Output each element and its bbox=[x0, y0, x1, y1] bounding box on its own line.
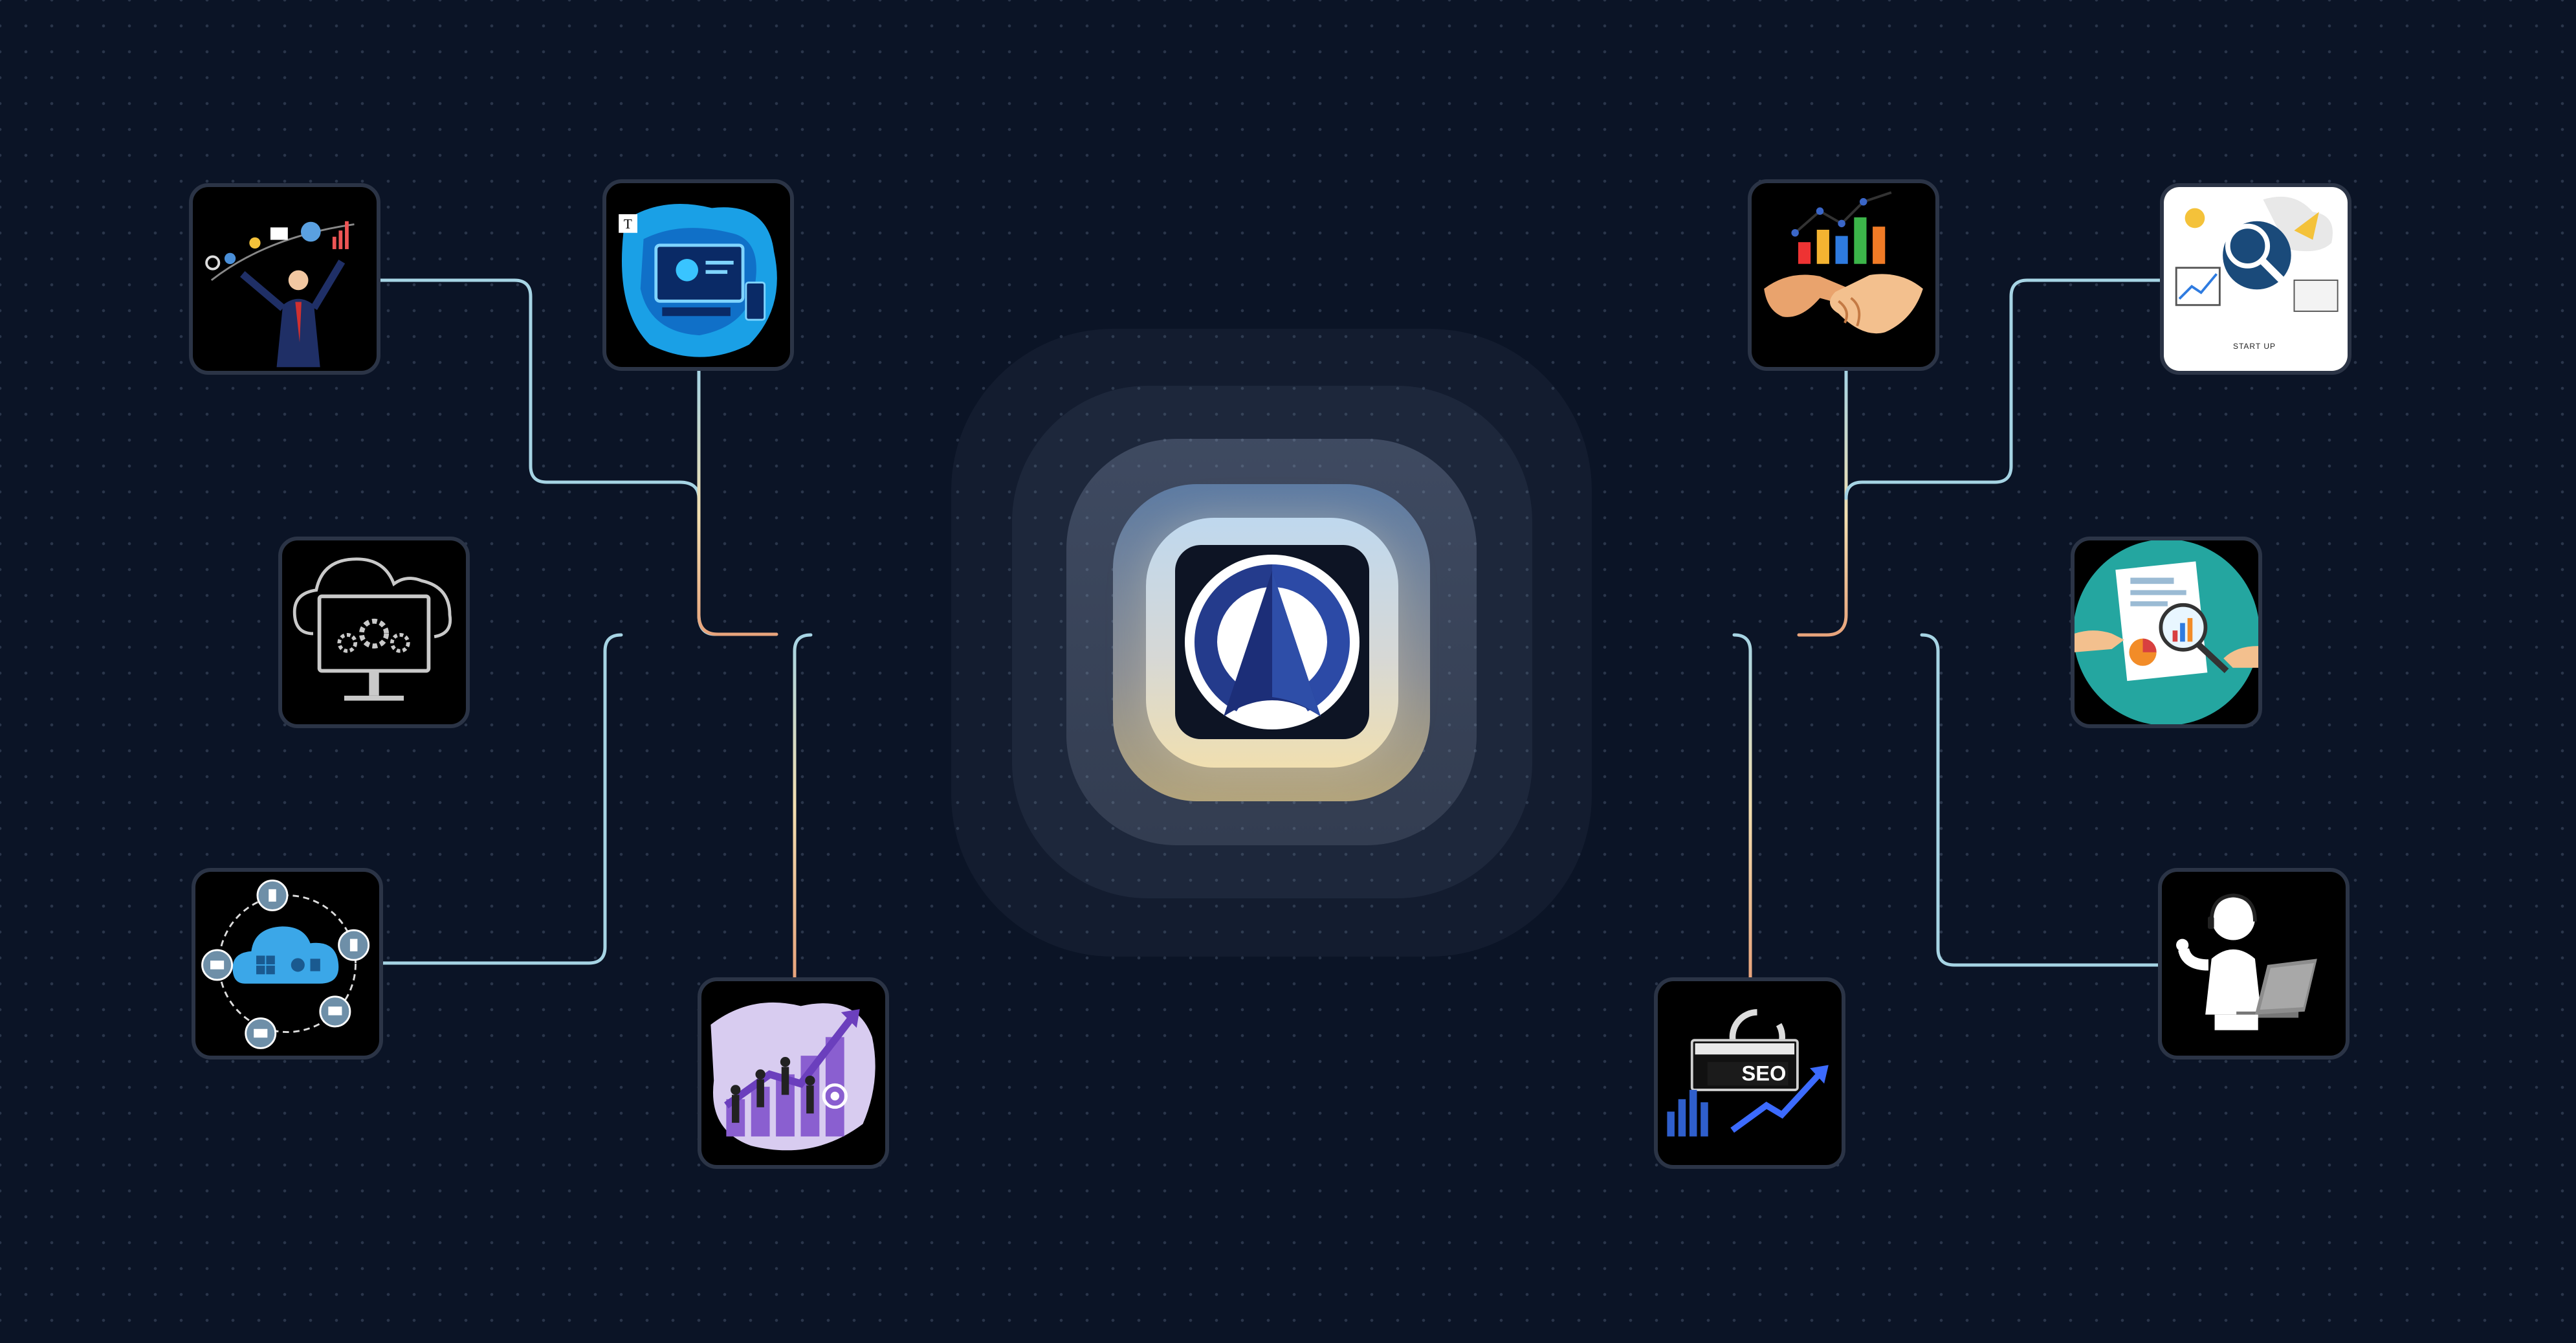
connector-web-design bbox=[697, 369, 778, 636]
connector-partnership bbox=[1797, 369, 1848, 637]
node-partnership[interactable] bbox=[1748, 179, 1939, 371]
connector-support bbox=[1920, 633, 2160, 967]
node-seo[interactable]: SEO bbox=[1654, 977, 1845, 1169]
node-startup[interactable] bbox=[2160, 183, 2351, 375]
node-analytics[interactable] bbox=[2071, 537, 2262, 728]
node-web-design[interactable]: T bbox=[602, 179, 794, 371]
seo-label: SEO bbox=[1742, 1061, 1787, 1085]
svg-text:T: T bbox=[624, 216, 632, 232]
document-analytics-magnifier-icon bbox=[2075, 540, 2258, 724]
startup-rocket-analysis-icon bbox=[2164, 187, 2348, 371]
cloud-devices-icon bbox=[201, 879, 370, 1049]
node-strategy[interactable] bbox=[189, 183, 380, 375]
support-person-laptop-icon bbox=[2176, 893, 2317, 1030]
compass-a-logo-icon bbox=[1185, 555, 1360, 729]
cloud-monitor-gear-icon bbox=[292, 557, 452, 701]
node-cloud-settings[interactable] bbox=[278, 537, 470, 728]
businessman-strategy-icon bbox=[205, 221, 355, 368]
team-growth-chart-icon bbox=[710, 1002, 875, 1151]
node-support[interactable] bbox=[2158, 868, 2350, 1060]
startup-caption: START UP bbox=[2232, 342, 2276, 351]
hub-logo[interactable] bbox=[1175, 545, 1369, 739]
connector-cross-platform bbox=[381, 633, 623, 965]
node-growth-team[interactable] bbox=[698, 977, 889, 1169]
connector-seo bbox=[1732, 633, 1752, 979]
connector-growth-team bbox=[793, 633, 813, 979]
handshake-bar-chart-icon bbox=[1764, 191, 1923, 334]
web-design-monitor-icon: T bbox=[619, 203, 777, 357]
node-cross-platform[interactable] bbox=[192, 868, 383, 1060]
seo-growth-icon: SEO bbox=[1667, 1009, 1829, 1137]
connector-startup bbox=[1844, 278, 2162, 500]
